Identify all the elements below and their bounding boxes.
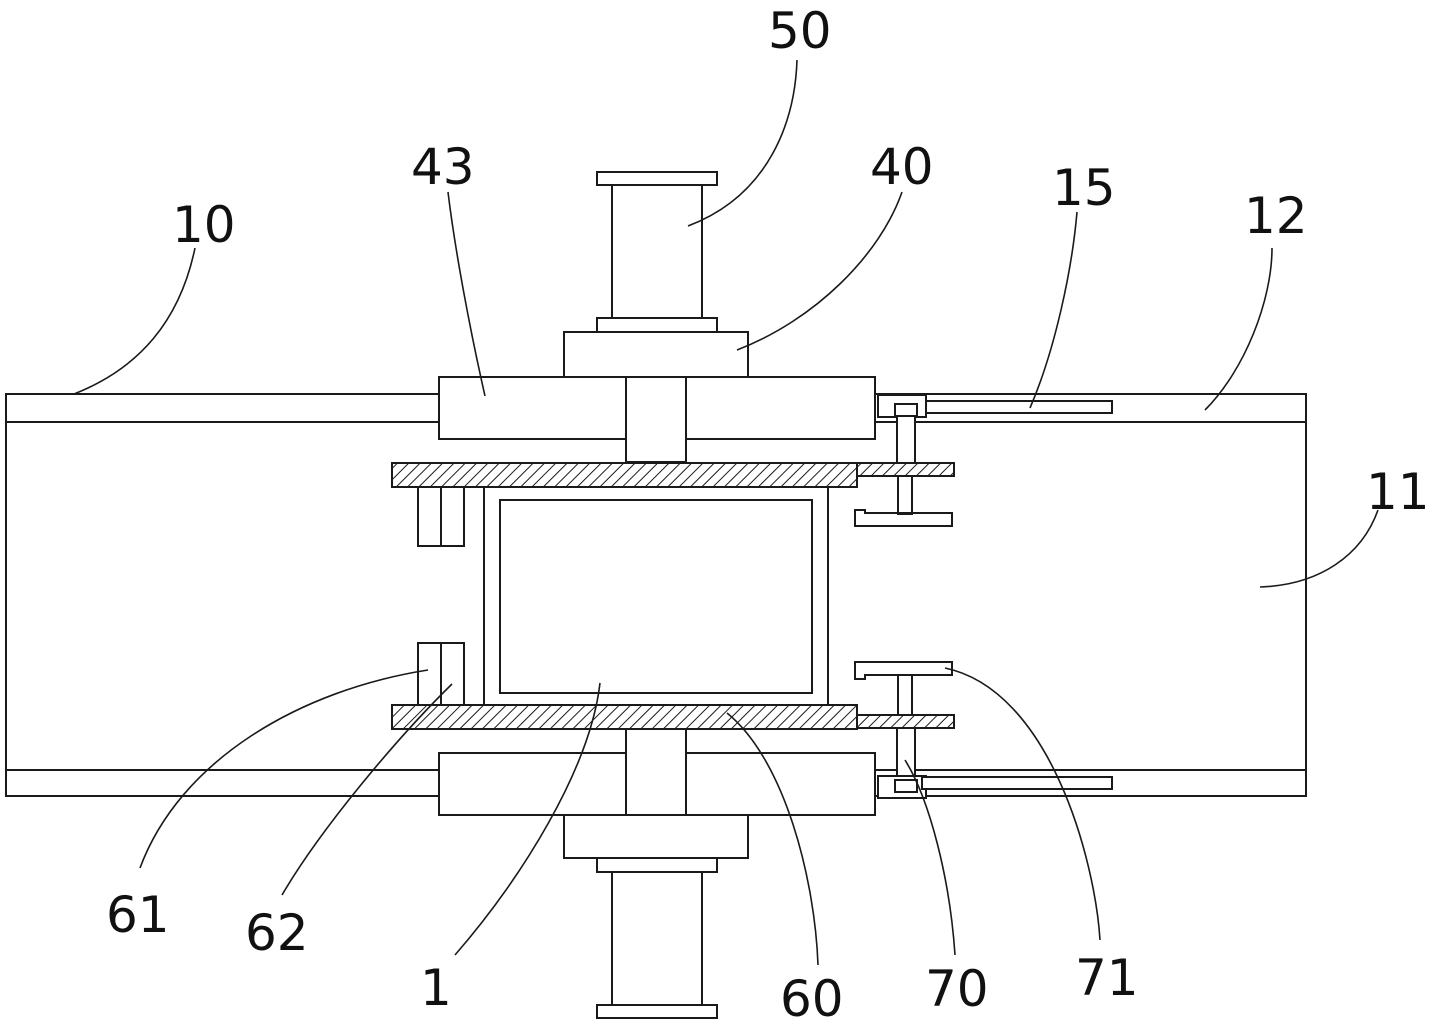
leader-40 [737, 192, 902, 350]
rod-15-top [922, 401, 1112, 413]
label-15: 15 [1052, 159, 1116, 217]
label-11: 11 [1366, 463, 1430, 521]
plate-60-bottom [392, 705, 857, 729]
mount-block-40-bottom [564, 815, 748, 858]
actuator-50-bottom [597, 858, 717, 1018]
label-61: 61 [106, 886, 170, 944]
leader-12 [1205, 248, 1272, 410]
label-62: 62 [245, 904, 309, 962]
label-70: 70 [925, 960, 989, 1018]
plate-60-top [392, 463, 857, 487]
label-40: 40 [870, 138, 934, 196]
label-50: 50 [768, 2, 832, 60]
leader-43 [448, 192, 485, 396]
label-10: 10 [172, 196, 236, 254]
label-43: 43 [411, 138, 475, 196]
plate-extension-bottom [857, 715, 954, 728]
leader-50 [688, 60, 797, 226]
label-12: 12 [1244, 187, 1308, 245]
shaft-top [626, 377, 686, 462]
guide-top-left [418, 487, 464, 546]
pin-70-top [898, 476, 912, 514]
leader-10 [74, 248, 195, 394]
leader-15 [1030, 212, 1077, 408]
plate-extension-top [857, 463, 954, 476]
rod-15-bottom [922, 777, 1112, 789]
workpiece-1 [484, 487, 828, 705]
label-71: 71 [1075, 949, 1139, 1007]
label-1: 1 [420, 959, 452, 1017]
shaft-bottom [626, 729, 686, 815]
label-60: 60 [780, 970, 844, 1024]
mount-block-40-top [564, 332, 748, 377]
pin-70-bottom [898, 675, 912, 715]
actuator-50-top [597, 172, 717, 332]
